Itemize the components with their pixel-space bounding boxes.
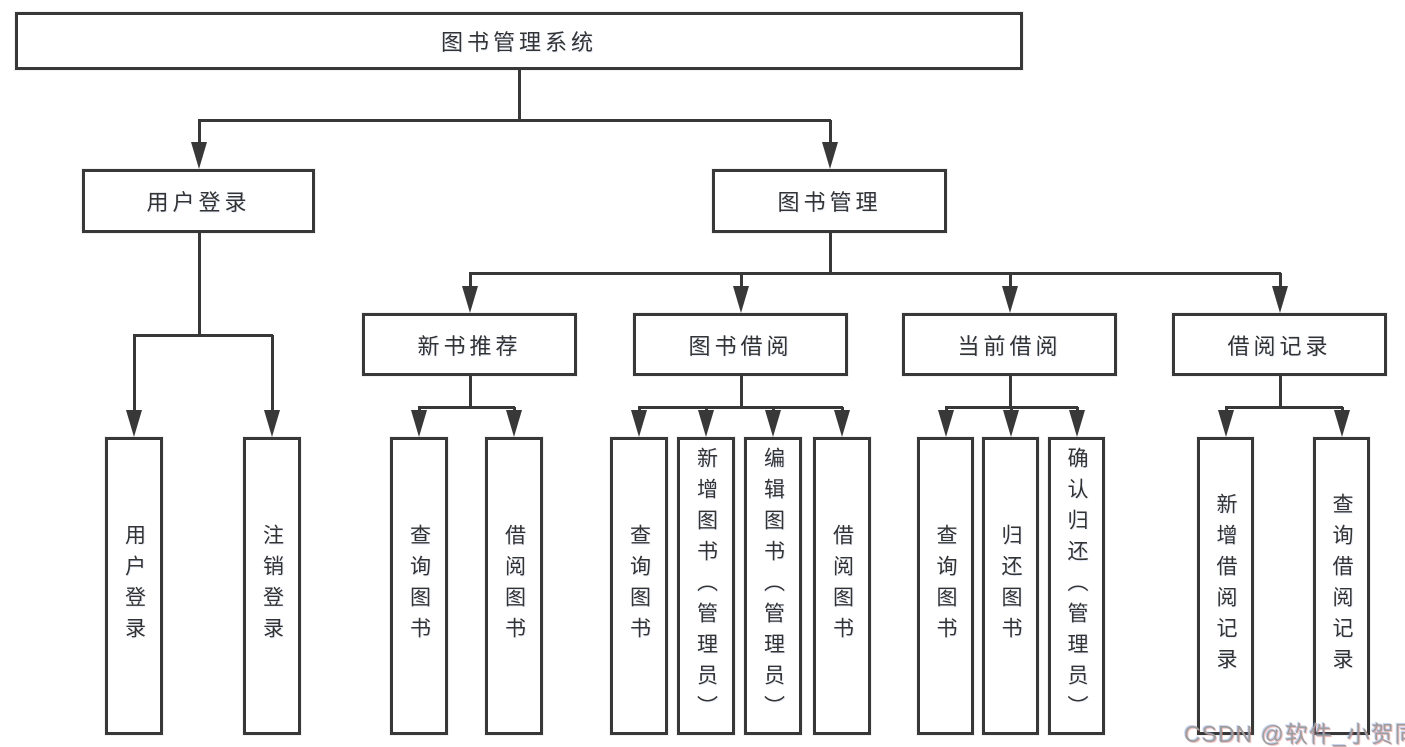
connector-vline [829, 233, 832, 273]
node-label: 新书推荐 [417, 333, 522, 359]
arrow-down-icon [631, 410, 647, 437]
arrow-down-icon [1003, 410, 1019, 437]
connector-hline [469, 272, 1281, 275]
connector-hline [133, 334, 273, 337]
node-bb-borrow-books: 借阅图书 [813, 437, 871, 735]
connector-vline [271, 335, 274, 429]
node-br-query-record: 查询借阅记录 [1313, 437, 1370, 735]
connector-vline [829, 120, 832, 161]
node-root: 图书管理系统 [15, 12, 1023, 70]
node-label: 查询图书 [407, 524, 431, 648]
connector-vline [198, 233, 201, 335]
node-cb-return-books: 归还图书 [982, 437, 1039, 735]
node-label: 用户登录 [146, 190, 251, 215]
node-label: 新增图书（管理员） [694, 446, 718, 726]
node-label: 查询图书 [934, 524, 957, 648]
arrow-down-icon [506, 410, 522, 437]
arrow-down-icon [765, 410, 781, 437]
connector-vline [133, 335, 136, 429]
connector-hline [638, 406, 843, 409]
node-bb-edit-books: 编辑图书（管理员） [744, 437, 802, 735]
connector-vline [1009, 376, 1012, 407]
arrow-down-icon [822, 142, 838, 169]
node-label: 注销登录 [260, 524, 284, 648]
node-cb-query-books: 查询图书 [917, 437, 974, 735]
arrow-down-icon [191, 142, 207, 169]
arrow-down-icon [1002, 286, 1018, 313]
arrow-down-icon [938, 410, 954, 437]
arrow-down-icon [264, 410, 280, 437]
arrow-down-icon [698, 410, 714, 437]
connector-vline [740, 376, 743, 407]
node-label: 用户登录 [122, 524, 146, 648]
node-label: 借阅图书 [502, 524, 526, 648]
connector-hline [1225, 406, 1343, 409]
node-borrow-records: 借阅记录 [1172, 313, 1387, 376]
node-book-borrow: 图书借阅 [633, 313, 848, 376]
node-logout-leaf: 注销登录 [243, 437, 301, 735]
node-label: 新增借阅记录 [1214, 493, 1237, 679]
node-label: 查询借阅记录 [1330, 493, 1353, 679]
arrow-down-icon [1218, 410, 1234, 437]
arrow-down-icon [733, 286, 749, 313]
node-label: 确认归还（管理员） [1065, 446, 1088, 726]
node-label: 借阅记录 [1227, 333, 1332, 359]
connector-hline [418, 406, 515, 409]
arrow-down-icon [462, 286, 478, 313]
node-nbr-query-books: 查询图书 [390, 437, 448, 735]
csdn-watermark: CSDN @软件_小贺同学 [1184, 721, 1405, 747]
node-new-book-rec: 新书推荐 [362, 313, 577, 376]
node-nbr-borrow-books: 借阅图书 [485, 437, 543, 735]
node-label: 图书管理 [777, 190, 882, 215]
arrow-down-icon [126, 410, 142, 437]
connector-vline [469, 376, 472, 407]
node-cb-confirm-return: 确认归还（管理员） [1048, 437, 1105, 735]
node-br-add-record: 新增借阅记录 [1197, 437, 1254, 735]
node-label: 借阅图书 [830, 524, 854, 648]
arrow-down-icon [834, 410, 850, 437]
connector-vline [198, 120, 201, 161]
node-bb-query-books: 查询图书 [610, 437, 668, 735]
arrow-down-icon [1069, 410, 1085, 437]
connector-vline [518, 70, 521, 120]
arrow-down-icon [1272, 286, 1288, 313]
node-user-login: 用户登录 [82, 169, 315, 233]
node-bb-add-books: 新增图书（管理员） [677, 437, 735, 735]
node-user-login-leaf: 用户登录 [105, 437, 163, 735]
node-current-borrow: 当前借阅 [902, 313, 1117, 376]
connector-vline [1279, 376, 1282, 407]
node-label: 当前借阅 [957, 333, 1062, 359]
arrow-down-icon [1334, 410, 1350, 437]
connector-hline [198, 119, 831, 122]
arrow-down-icon [411, 410, 427, 437]
node-label: 归还图书 [999, 524, 1022, 648]
node-label: 查询图书 [627, 524, 651, 648]
node-label: 图书借阅 [688, 333, 793, 359]
node-label: 图书管理系统 [440, 30, 597, 55]
node-book-mgmt: 图书管理 [712, 169, 947, 233]
node-label: 编辑图书（管理员） [761, 446, 785, 726]
